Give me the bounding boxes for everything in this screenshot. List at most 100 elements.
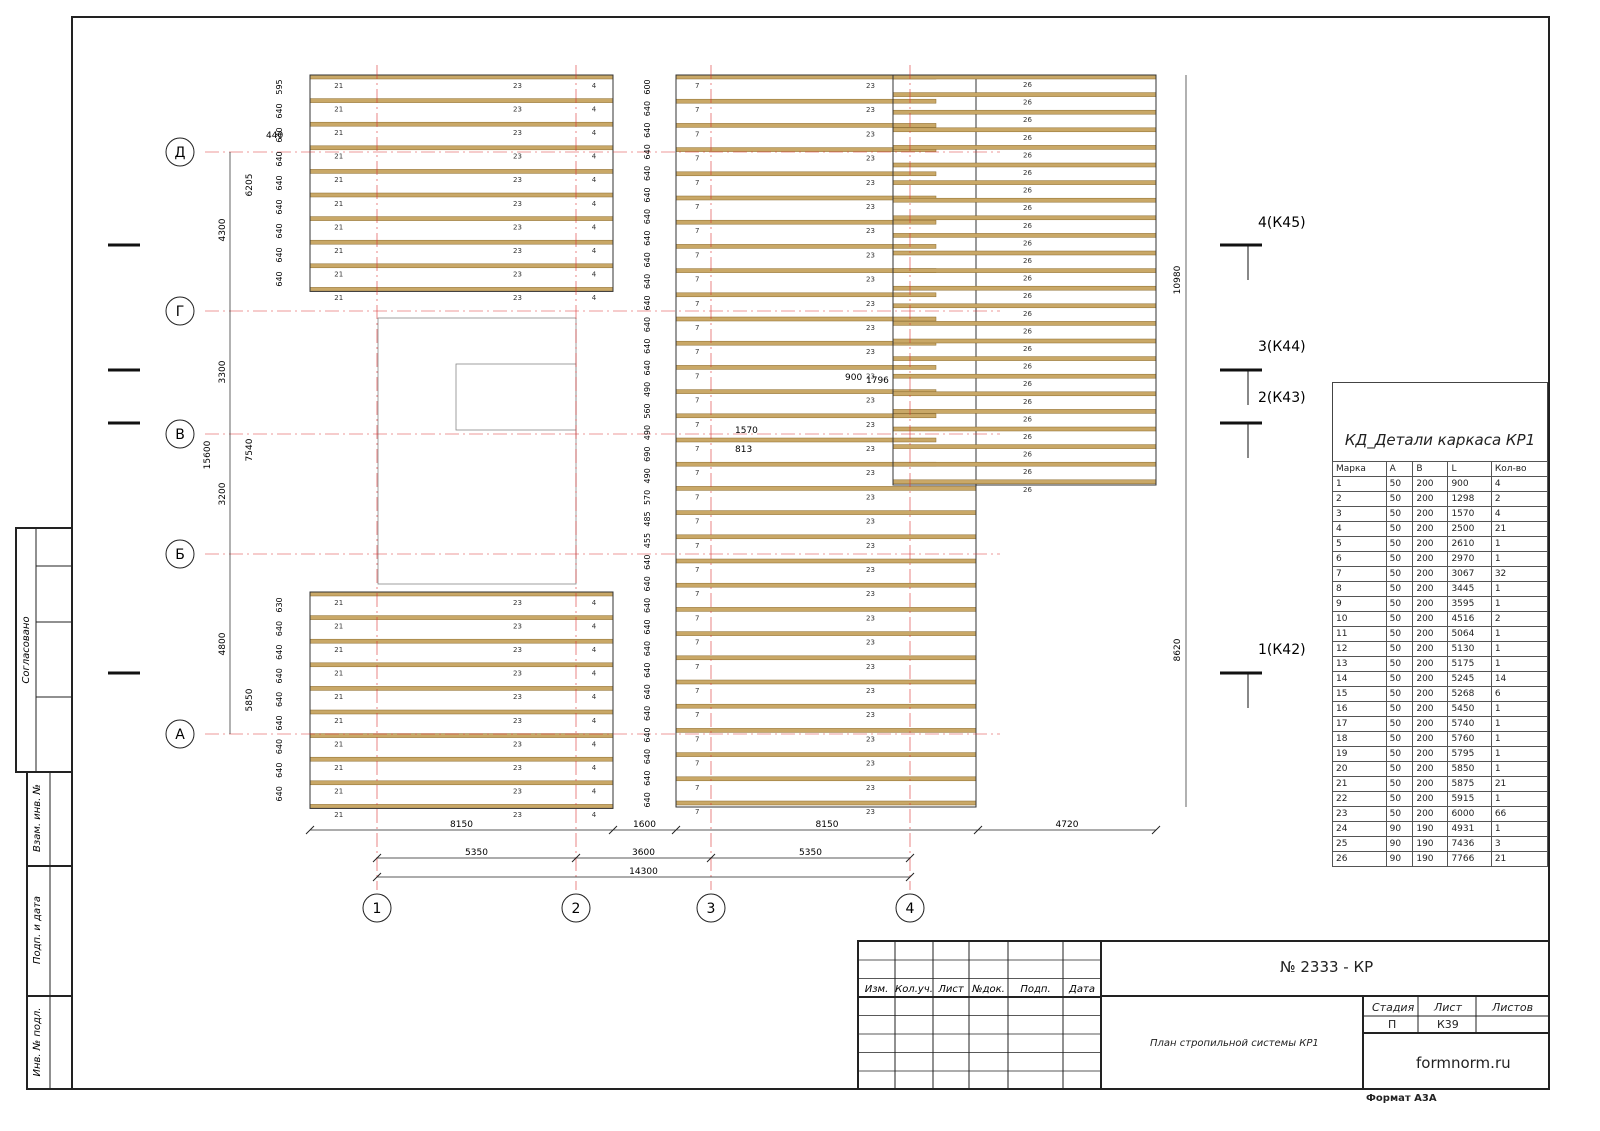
- mid-mark: 7: [695, 735, 699, 743]
- dim-spacing-value: 640: [643, 771, 652, 786]
- spec-cell: 5795: [1447, 746, 1492, 762]
- mid-mark: 23: [866, 397, 875, 405]
- right-rafter: [892, 162, 1157, 168]
- mid-mark: 7: [695, 300, 699, 308]
- left-lower-mark: 21: [334, 717, 343, 725]
- left-upper-rafter: [309, 192, 614, 198]
- dim-left-value: 4800: [218, 632, 228, 655]
- dim-spacing-value: 595: [275, 79, 284, 94]
- spec-cell: 4: [1490, 476, 1549, 492]
- spec-title-box: КД_Детали каркаса КР1: [1332, 382, 1548, 461]
- left-upper-mark: 4: [592, 271, 597, 279]
- spec-cell: 50: [1385, 611, 1414, 627]
- title-block-header: Кол.уч.: [895, 984, 933, 995]
- axis-bubble-2: [561, 893, 591, 923]
- dim-spacing-value: 640: [643, 295, 652, 310]
- right-rafter: [892, 338, 1157, 344]
- spec-cell: 50: [1385, 791, 1414, 807]
- mid-mark: 23: [866, 542, 875, 550]
- dim-spacing-value: 640: [643, 555, 652, 570]
- spec-cell: 15: [1332, 686, 1387, 702]
- spec-cell: 200: [1412, 776, 1449, 792]
- left-lower-rafter: [309, 615, 614, 620]
- dim-bottom-1-value: 8150: [450, 820, 473, 830]
- dim-spacing-value: 640: [643, 317, 652, 332]
- spec-cell: 1: [1490, 641, 1549, 657]
- mid-mark: 23: [866, 300, 875, 308]
- left-lower-rafter: [309, 709, 614, 715]
- left-upper-mark: 23: [513, 294, 522, 302]
- right-rafter: [892, 373, 1157, 379]
- spec-cell: 14: [1490, 671, 1549, 687]
- dim-spacing-value: 640: [275, 247, 284, 262]
- dim-bottom-total-tick: [372, 872, 382, 882]
- spec-cell: 200: [1412, 521, 1449, 537]
- mid-mark: 7: [695, 808, 699, 816]
- spec-cell: 50: [1385, 506, 1414, 522]
- dim-spacing-value: 640: [275, 645, 284, 660]
- spec-cell: 200: [1412, 596, 1449, 612]
- spec-cell: 22: [1332, 791, 1387, 807]
- left-upper-mark: 21: [334, 271, 343, 279]
- spec-cell: 1: [1490, 716, 1549, 732]
- spec-cell: 200: [1412, 626, 1449, 642]
- title-block-header: Дата: [1068, 984, 1095, 995]
- spec-cell: 2: [1490, 491, 1549, 507]
- spec-cell: 190: [1412, 836, 1449, 852]
- mid-mark: 23: [866, 711, 875, 719]
- spec-cell: 5175: [1447, 656, 1492, 672]
- mid-mark: 23: [866, 639, 875, 647]
- spec-cell: 1: [1490, 596, 1549, 612]
- mid-mark: 7: [695, 348, 699, 356]
- spec-cell: 21: [1332, 776, 1387, 792]
- left-lower-mark: 21: [334, 811, 343, 819]
- dim-spacing-value: 640: [275, 223, 284, 238]
- left-upper-mark: 4: [592, 153, 597, 161]
- spec-cell: 4931: [1447, 821, 1492, 837]
- left-upper-mark: 21: [334, 200, 343, 208]
- spec-cell: 1: [1490, 821, 1549, 837]
- axis-label: А: [175, 727, 185, 743]
- mid-mark: 23: [866, 614, 875, 622]
- axis-label: 3: [707, 901, 716, 917]
- mid-mark: 23: [866, 348, 875, 356]
- doc-number: № 2333 - КР: [1280, 958, 1374, 976]
- mid-outline: [675, 74, 977, 808]
- right-rafter: [892, 391, 1157, 397]
- spec-cell: 50: [1385, 761, 1414, 777]
- opening-outline: [377, 317, 577, 585]
- title-block-header: Подп.: [1020, 984, 1050, 995]
- dim-spacing-value: 640: [643, 187, 652, 202]
- dim-special-value: 440: [266, 131, 283, 141]
- right-rafter: [892, 127, 1157, 133]
- right-rafter: [892, 250, 1157, 256]
- spec-cell: 2970: [1447, 551, 1492, 567]
- right-rafter: [892, 74, 1157, 80]
- right-mark: 26: [1023, 81, 1032, 89]
- right-rafter: [892, 215, 1157, 221]
- dim-spacing-value: 640: [275, 103, 284, 118]
- mid-mark: 23: [866, 784, 875, 792]
- spec-cell: 200: [1412, 671, 1449, 687]
- sheet-frame: [71, 16, 1550, 1090]
- section-label: 1(К42): [1258, 642, 1306, 658]
- spec-cell: 200: [1412, 716, 1449, 732]
- spec-cell: 200: [1412, 701, 1449, 717]
- spec-cell: 5268: [1447, 686, 1492, 702]
- spec-cell: 190: [1412, 821, 1449, 837]
- mid-rafter: [675, 486, 977, 491]
- spec-cell: 2610: [1447, 536, 1492, 552]
- spec-cell: 200: [1412, 491, 1449, 507]
- mid-rafter: [675, 607, 977, 612]
- right-mark: 26: [1023, 486, 1032, 494]
